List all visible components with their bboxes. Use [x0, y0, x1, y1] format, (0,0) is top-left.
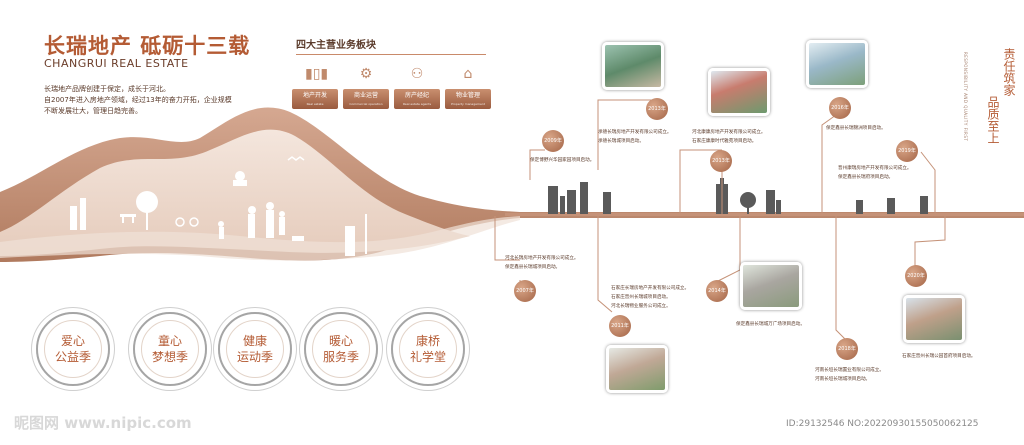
- value-line: 康桥: [415, 334, 440, 348]
- city-silhouette: [548, 178, 928, 214]
- project-photo: [903, 295, 965, 343]
- event-line: 承德长瑞房地产开发有限公司成立。: [598, 130, 672, 135]
- intro-line: 自2007年进入房地产领域，经过13年的奋力开拓，企业规模: [44, 96, 232, 104]
- business-item-property: ⌂ 物业管理 Property management: [445, 64, 491, 109]
- gear-icon: ⚙: [359, 66, 373, 82]
- value-line: 童心: [157, 334, 182, 348]
- year-badge: 2013年: [710, 150, 732, 172]
- event-text: 河北长瑞房地产开发有限公司成立。保定鑫县长瑞城项目启动。: [505, 254, 579, 272]
- business-label: 物业管理: [455, 92, 480, 99]
- value-line: 礼学堂: [409, 350, 446, 364]
- value-line: 梦想季: [151, 350, 188, 364]
- event-line: 河南长垣长瑞城项目启动。: [815, 377, 871, 382]
- event-line: 保定鑫县长瑞府项目启动。: [838, 175, 894, 180]
- year-badge: 2016年: [829, 97, 851, 119]
- value-line: 爱心: [60, 334, 85, 348]
- business-pill: 物业管理 Property management: [445, 89, 491, 109]
- event-text: 河北康康房地产开发有限公司成立。石家庄康康时代雅苑项目启动。: [692, 128, 766, 146]
- business-label: 商业运营: [353, 92, 378, 99]
- event-text: 石家庄长瑞房地产开发有限公司成立。石家庄晋州长瑞城项目启动。河北长瑞物业服务公司…: [611, 284, 689, 311]
- value-line: 运动季: [236, 350, 273, 364]
- bird-icon: [287, 156, 305, 161]
- business-sub: Property management: [451, 102, 485, 106]
- ground-band: [0, 216, 520, 261]
- event-line: 保定鑫县长瑞锦洲项目启动。: [826, 126, 886, 131]
- value-line: 服务季: [322, 350, 359, 364]
- house-icon: ⌂: [463, 66, 473, 82]
- event-line: 河北长瑞房地产开发有限公司成立。: [505, 256, 579, 261]
- event-line: 石家庄晋州长瑞公园首府项目启动。: [902, 354, 976, 359]
- value-circle: 健康运动季: [218, 312, 292, 386]
- event-line: 保定博野兴华园家园项目启动。: [530, 158, 595, 163]
- page-title: 长瑞地产 砥砺十三载: [44, 33, 251, 58]
- buildings-icon: ▮▯▮: [305, 66, 329, 82]
- business-sub: Real estate: [306, 102, 324, 106]
- business-item-real-estate: ▮▯▮ 地产开发 Real estate: [292, 64, 338, 109]
- year-badge: 2009年: [542, 130, 564, 152]
- event-line: 河南长垣长瑞置业有限公司成立。: [815, 368, 884, 373]
- value-circle: 爱心公益季: [36, 312, 110, 386]
- year-badge: 2014年: [706, 280, 728, 302]
- intro-line: 不断发展壮大，管理日趋完善。: [44, 107, 142, 115]
- year-badge: 2011年: [609, 315, 631, 337]
- event-line: 承德长瑞城项目启动。: [598, 139, 644, 144]
- project-photo: [602, 42, 664, 90]
- watermark-left: 昵图网 www.nipic.com: [14, 414, 192, 432]
- people-icon: ⚇: [410, 66, 424, 82]
- business-sub: Commercial operation: [349, 102, 383, 106]
- value-circle: 暖心服务季: [304, 312, 378, 386]
- event-line: 石家庄晋州长瑞城项目启动。: [611, 295, 671, 300]
- value-circle: 康桥礼学堂: [391, 312, 465, 386]
- business-label: 房产经纪: [404, 92, 429, 99]
- timeline-base: [505, 213, 1024, 216]
- year-badge: 2019年: [896, 140, 918, 162]
- intro-text: 长瑞地产品牌创建于保定，成长于河北。 自2007年进入房地产领域，经过13年的奋…: [44, 84, 232, 117]
- tree-icon: [740, 192, 756, 214]
- project-photo: [708, 68, 770, 116]
- value-line: 暖心: [328, 334, 353, 348]
- event-text: 保定博野兴华园家园项目启动。: [530, 156, 594, 165]
- event-line: 河北康康房地产开发有限公司成立。: [692, 130, 766, 135]
- business-sub: Real estate agents: [402, 102, 432, 106]
- event-line: 石家庄长瑞房地产开发有限公司成立。: [611, 286, 690, 291]
- event-text: 晋州康瑞房地产开发有限公司成立。保定鑫县长瑞府项目启动。: [838, 164, 912, 182]
- slogan-line-2: 品质至上: [986, 96, 1000, 144]
- watermark-right: ID:29132546 NO:20220930155050062125: [786, 419, 979, 429]
- slogan-line-1: 责任筑家: [1002, 48, 1016, 96]
- business-item-commercial: ⚙ 商业运营 Commercial operation: [343, 64, 389, 109]
- event-line: 晋州康瑞房地产开发有限公司成立。: [838, 166, 912, 171]
- business-pill: 地产开发 Real estate: [292, 89, 338, 109]
- event-text: 石家庄晋州长瑞公园首府项目启动。: [902, 352, 976, 361]
- year-badge: 2013年: [646, 98, 668, 120]
- event-text: 河南长垣长瑞置业有限公司成立。河南长垣长瑞城项目启动。: [815, 366, 884, 384]
- project-photo: [606, 345, 668, 393]
- business-item-agency: ⚇ 房产经纪 Real estate agents: [394, 64, 440, 109]
- year-badge: 2007年: [514, 280, 536, 302]
- business-title: 四大主营业务板块: [296, 40, 376, 51]
- slogan-small-text: RESPONSIBILITY AND QUALITY FIRST: [963, 52, 968, 142]
- value-circle: 童心梦想季: [133, 312, 207, 386]
- event-line: 石家庄康康时代雅苑项目启动。: [692, 139, 757, 144]
- project-photo: [806, 40, 868, 88]
- project-photo: [740, 262, 802, 310]
- event-line: 河北长瑞物业服务公司成立。: [611, 304, 671, 309]
- year-badge: 2020年: [905, 265, 927, 287]
- value-line: 公益季: [54, 350, 91, 364]
- event-text: 承德长瑞房地产开发有限公司成立。承德长瑞城项目启动。: [598, 128, 672, 146]
- business-label: 地产开发: [302, 92, 327, 99]
- mountain-inner: [0, 129, 470, 256]
- business-pill: 房产经纪 Real estate agents: [394, 89, 440, 109]
- business-divider: [296, 54, 486, 55]
- event-line: 保定鑫县长瑞城项目启动。: [505, 265, 561, 270]
- event-text: 保定鑫县长瑞锦洲项目启动。: [826, 124, 886, 133]
- event-line: 保定鑫县长瑞城万广场项目启动。: [736, 322, 805, 327]
- page-subtitle-en: CHANGRUI REAL ESTATE: [44, 57, 189, 70]
- business-pill: 商业运营 Commercial operation: [343, 89, 389, 109]
- family-silhouette: [70, 171, 367, 256]
- intro-line: 长瑞地产品牌创建于保定，成长于河北。: [44, 85, 170, 93]
- event-text: 保定鑫县长瑞城万广场项目启动。: [736, 320, 805, 329]
- value-line: 健康: [242, 334, 267, 348]
- year-badge: 2018年: [836, 338, 858, 360]
